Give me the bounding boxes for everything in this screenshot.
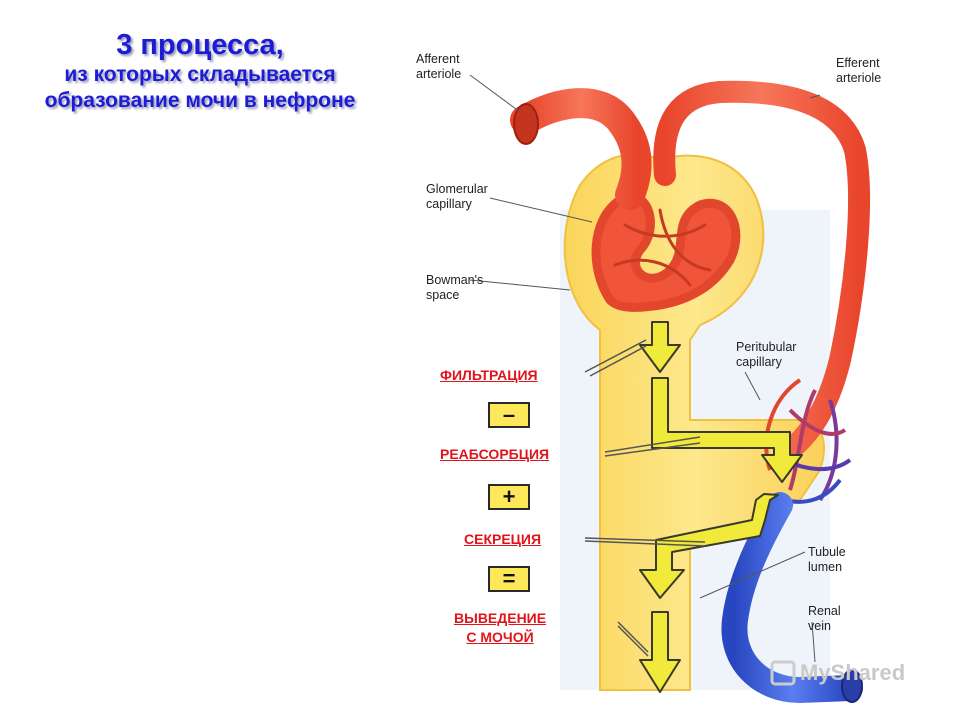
leader-lines: [469, 74, 821, 663]
watermark-text: MyShared: [800, 660, 906, 685]
watermark-logo: [770, 660, 796, 686]
efferent-arteriole: [653, 80, 871, 461]
afferent-opening: [513, 103, 539, 145]
process-excretion-line-1: ВЫВЕДЕНИЕ: [454, 610, 547, 626]
vein-opening: [841, 669, 863, 703]
process-leader-lines: [584, 339, 706, 657]
operator-equals: =: [488, 566, 530, 592]
process-filtration: ФИЛЬТРАЦИЯ: [436, 364, 542, 387]
label-glomerular: Glomerular capillary: [426, 182, 488, 211]
afferent-arteriole: [510, 88, 652, 210]
operator-minus: –: [488, 402, 530, 428]
reabsorption-arrow: [651, 377, 803, 483]
label-efferent: Efferent arteriole: [836, 56, 882, 85]
title-line-3: образование мочи в нефроне: [44, 89, 356, 112]
process-secretion: СЕКРЕЦИЯ: [460, 528, 546, 551]
label-tubule: Tubule lumen: [808, 545, 846, 574]
label-afferent: Afferent arteriole: [416, 52, 462, 81]
title-line-1: 3 процесса,: [116, 29, 284, 61]
process-arrows: [639, 321, 803, 693]
title-line-2: из которых складывается: [64, 63, 336, 86]
filtration-arrow: [639, 321, 681, 373]
secretion-arrow: [639, 493, 779, 599]
label-renal: Renal vein: [808, 604, 841, 633]
process-excretion-line-2: С МОЧОЙ: [466, 629, 534, 645]
title-block: 3 процесса, из которых складывается обра…: [0, 28, 400, 114]
process-reabsorption: РЕАБСОРБЦИЯ: [436, 443, 554, 466]
label-peritubular: Peritubular capillary: [736, 340, 797, 369]
label-bowman: Bowman's space: [426, 273, 484, 302]
process-excretion: ВЫВЕДЕНИЕ С МОЧОЙ: [450, 607, 551, 649]
excretion-arrow: [639, 611, 681, 693]
operator-plus: +: [488, 484, 530, 510]
